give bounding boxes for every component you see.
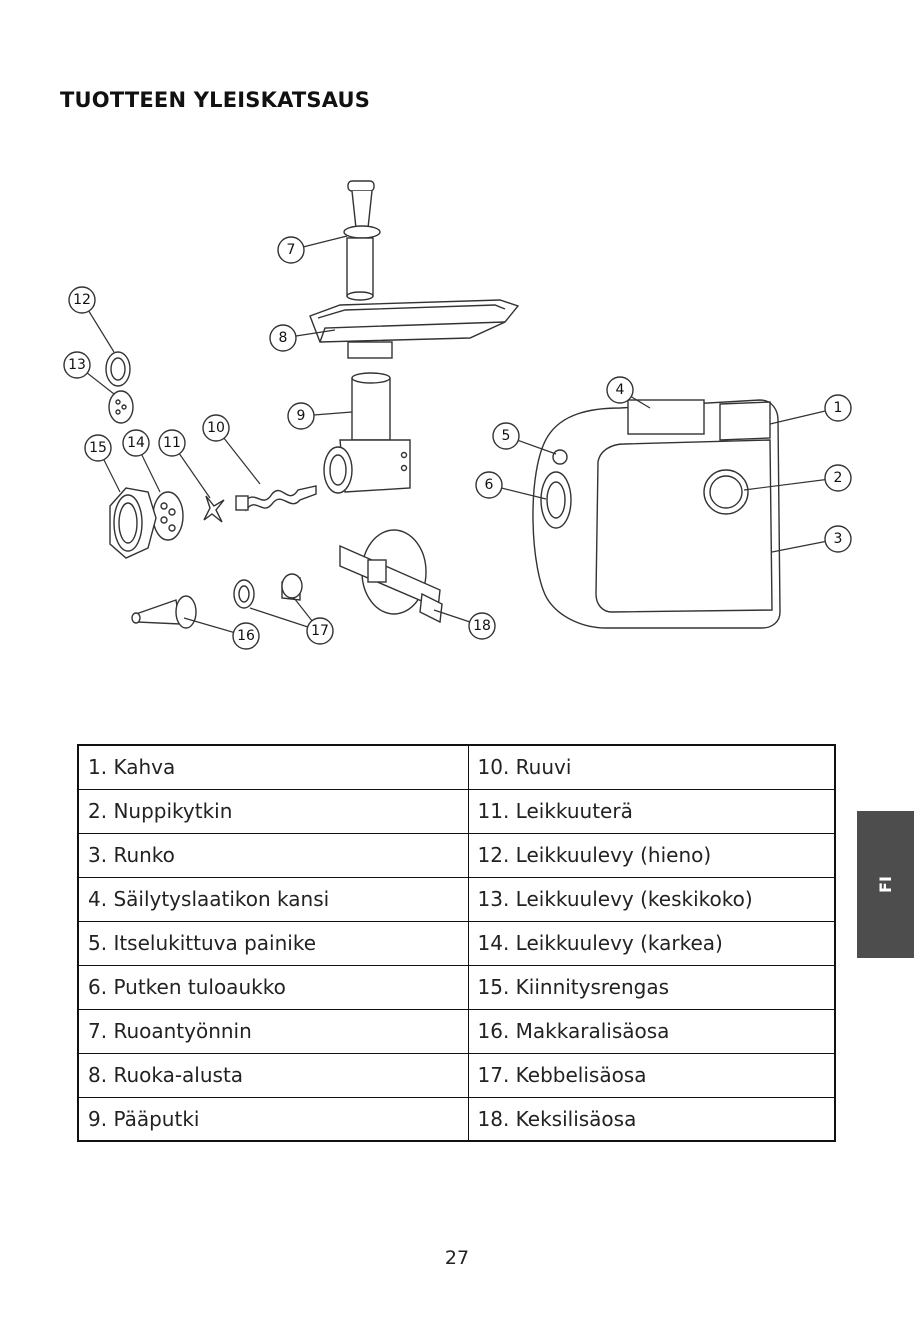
svg-text:13: 13 xyxy=(68,357,86,373)
svg-text:11: 11 xyxy=(163,435,181,451)
callout-14: 14 xyxy=(122,429,150,457)
svg-text:10: 10 xyxy=(207,420,225,436)
table-cell: 13. Leikkuulevy (keskikoko) xyxy=(467,876,836,922)
callout-3: 3 xyxy=(824,525,852,553)
kebbe-attachment-drawing xyxy=(233,573,303,609)
table-cell: 17. Kebbelisäosa xyxy=(467,1052,836,1098)
language-tab-label: FI xyxy=(875,876,895,893)
cutter-blade-drawing xyxy=(203,495,225,523)
callout-1: 1 xyxy=(824,394,852,422)
svg-text:9: 9 xyxy=(297,408,306,424)
product-exploded-diagram: 1 2 3 4 5 6 7 8 9 10 11 12 13 14 15 16 1… xyxy=(0,150,914,670)
motor-body-drawing xyxy=(532,399,781,629)
fixing-ring-drawing xyxy=(109,487,157,559)
callout-13: 13 xyxy=(63,351,91,379)
food-pusher-drawing xyxy=(343,180,381,301)
svg-text:8: 8 xyxy=(279,330,288,346)
svg-text:15: 15 xyxy=(89,440,107,456)
page-number: 27 xyxy=(444,1247,470,1269)
callout-7: 7 xyxy=(277,236,305,264)
callout-18: 18 xyxy=(468,612,496,640)
page-title: TUOTTEEN YLEISKATSAUS xyxy=(60,88,371,112)
food-tray-drawing xyxy=(309,299,520,359)
table-cell: 14. Leikkuulevy (karkea) xyxy=(467,920,836,966)
table-cell: 16. Makkaralisäosa xyxy=(467,1008,836,1054)
table-cell: 2. Nuppikytkin xyxy=(77,788,469,834)
table-cell: 15. Kiinnitysrengas xyxy=(467,964,836,1010)
svg-text:4: 4 xyxy=(616,382,625,398)
callout-8: 8 xyxy=(269,324,297,352)
svg-text:14: 14 xyxy=(127,435,145,451)
table-cell: 7. Ruoantyönnin xyxy=(77,1008,469,1054)
callout-4: 4 xyxy=(606,376,634,404)
svg-text:1: 1 xyxy=(834,400,843,416)
table-cell: 1. Kahva xyxy=(77,744,469,790)
callout-9: 9 xyxy=(287,402,315,430)
svg-text:18: 18 xyxy=(473,618,491,634)
svg-text:7: 7 xyxy=(287,242,296,258)
callout-6: 6 xyxy=(475,471,503,499)
svg-text:12: 12 xyxy=(73,292,91,308)
table-cell: 18. Keksilisäosa xyxy=(467,1096,836,1142)
cookie-attachment-drawing xyxy=(339,529,443,624)
table-cell: 4. Säilytyslaatikon kansi xyxy=(77,876,469,922)
table-cell: 11. Leikkuuterä xyxy=(467,788,836,834)
table-cell: 5. Itselukittuva painike xyxy=(77,920,469,966)
table-cell: 12. Leikkuulevy (hieno) xyxy=(467,832,836,878)
medium-plate-drawing xyxy=(108,390,134,424)
table-cell: 10. Ruuvi xyxy=(467,744,836,790)
svg-text:2: 2 xyxy=(834,470,843,486)
callout-10: 10 xyxy=(202,414,230,442)
callout-markers: 1 2 3 4 5 6 7 8 9 10 11 12 13 14 15 16 1… xyxy=(63,236,852,650)
callout-2: 2 xyxy=(824,464,852,492)
callout-17: 17 xyxy=(306,617,334,645)
callout-5: 5 xyxy=(492,422,520,450)
callout-16: 16 xyxy=(232,622,260,650)
table-cell: 9. Pääputki xyxy=(77,1096,469,1142)
svg-text:17: 17 xyxy=(311,623,329,639)
sausage-attachment-drawing xyxy=(131,595,197,629)
fine-plate-drawing xyxy=(105,351,131,387)
coarse-plate-drawing xyxy=(152,491,184,541)
table-cell: 6. Putken tuloaukko xyxy=(77,964,469,1010)
svg-text:5: 5 xyxy=(502,428,511,444)
language-tab: FI xyxy=(857,811,914,958)
callout-11: 11 xyxy=(158,429,186,457)
svg-text:6: 6 xyxy=(485,477,494,493)
callout-12: 12 xyxy=(68,286,96,314)
table-cell: 3. Runko xyxy=(77,832,469,878)
svg-text:3: 3 xyxy=(834,531,843,547)
auger-screw-drawing xyxy=(235,485,317,512)
callout-15: 15 xyxy=(84,434,112,462)
table-cell: 8. Ruoka-alusta xyxy=(77,1052,469,1098)
main-tube-drawing xyxy=(323,372,411,494)
svg-text:16: 16 xyxy=(237,628,255,644)
